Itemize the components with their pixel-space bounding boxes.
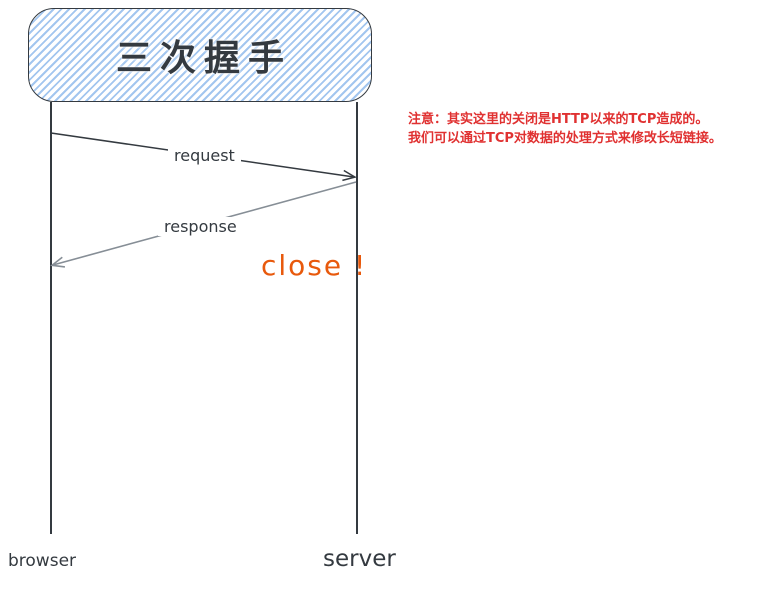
close-annotation: close ! bbox=[261, 249, 368, 282]
diagram-title: 三次握手 bbox=[115, 38, 292, 79]
title-box: 三次握手 bbox=[28, 8, 372, 102]
lifeline-server bbox=[356, 102, 358, 534]
note-line-1: 注意：其实这里的关闭是HTTP以来的TCP造成的。 bbox=[408, 112, 709, 127]
request-label: request bbox=[168, 146, 241, 165]
lifeline-browser bbox=[50, 102, 52, 534]
browser-label: browser bbox=[8, 551, 77, 571]
response-label: response bbox=[158, 217, 243, 236]
note-text: 注意：其实这里的关闭是HTTP以来的TCP造成的。 我们可以通过TCP对数据的处… bbox=[408, 110, 757, 148]
server-label: server bbox=[323, 546, 396, 572]
note-line-2: 我们可以通过TCP对数据的处理方式来修改长短链接。 bbox=[408, 131, 722, 146]
